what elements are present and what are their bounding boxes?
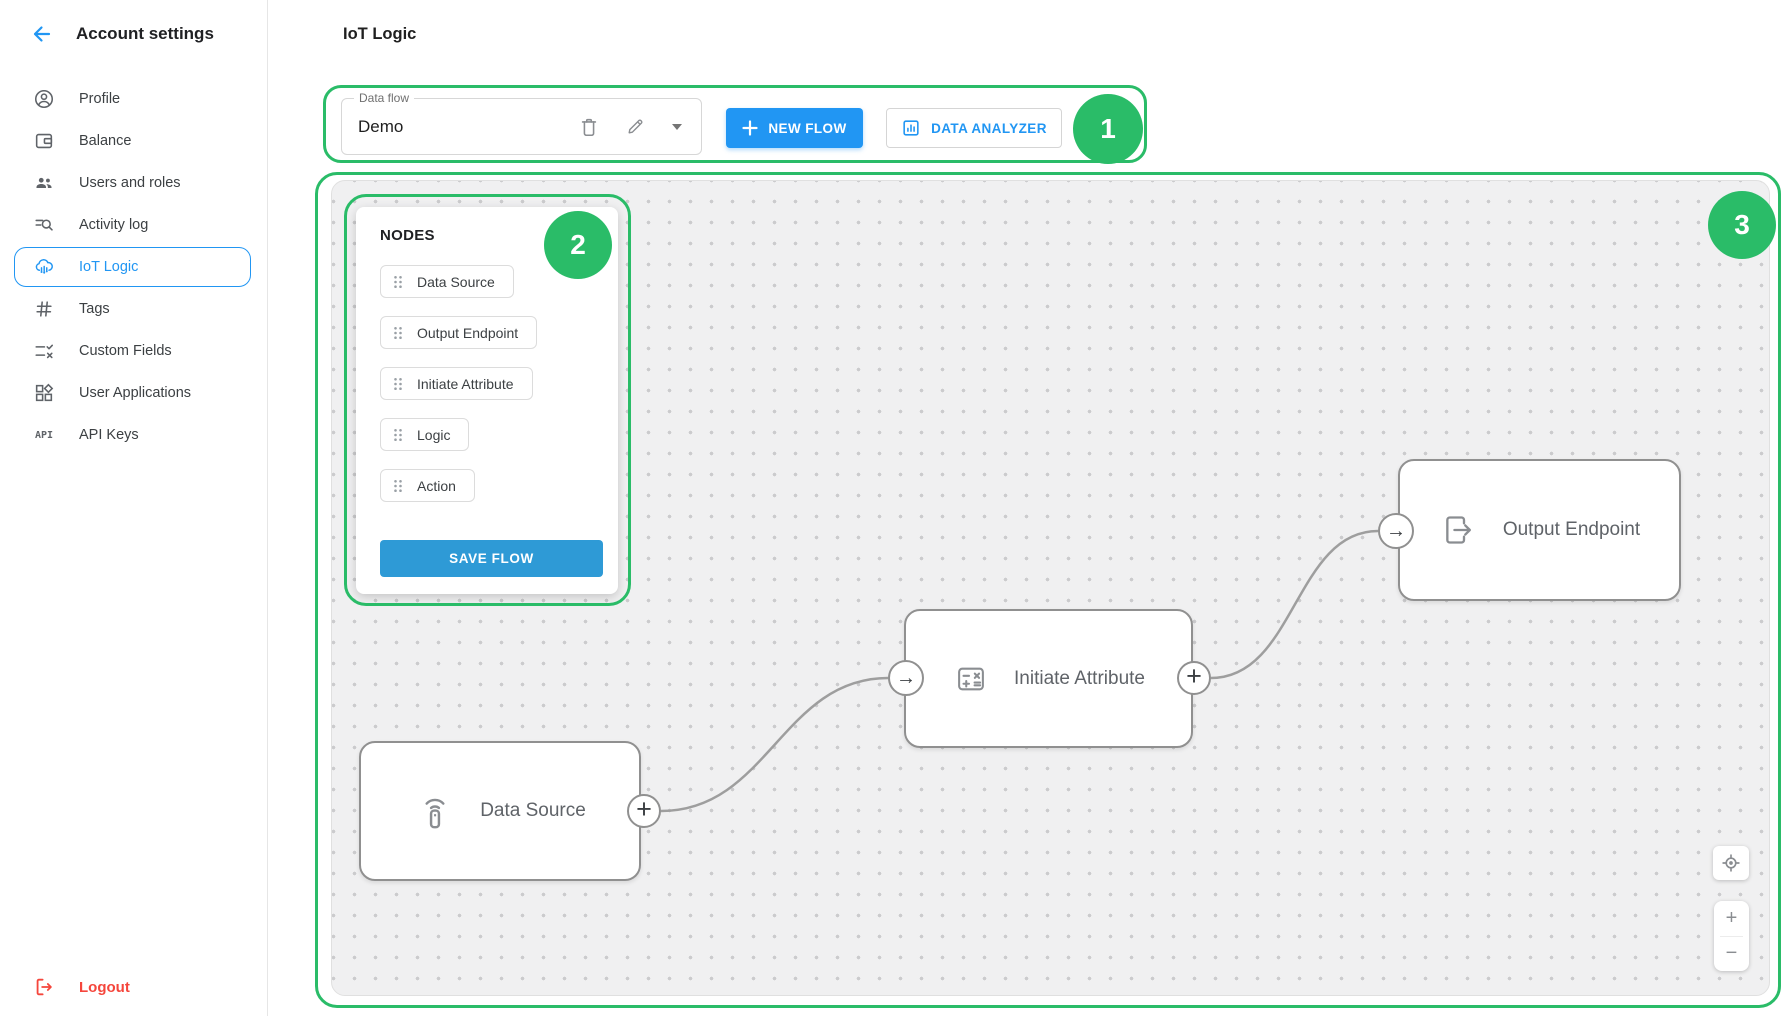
- api-text-icon: API: [34, 429, 54, 441]
- fit-view-button[interactable]: [1713, 846, 1749, 880]
- sidebar-item-iot-logic[interactable]: IoT Logic: [0, 246, 267, 288]
- edge-datasource-initiate: [660, 676, 889, 813]
- logout-label: Logout: [79, 978, 130, 996]
- drag-handle-icon: [393, 326, 403, 340]
- back-arrow-icon[interactable]: [30, 22, 54, 46]
- flow-node-output-endpoint[interactable]: Output Endpoint: [1398, 459, 1681, 601]
- hash-icon: [33, 298, 55, 320]
- palette-node-label: Logic: [417, 426, 451, 443]
- zoom-out-button[interactable]: −: [1725, 942, 1738, 965]
- data-flow-label: Data flow: [354, 91, 415, 105]
- sidebar: Account settings Profile Balance Users a…: [0, 0, 268, 1016]
- drag-handle-icon: [393, 479, 403, 493]
- sidebar-item-custom-fields[interactable]: Custom Fields: [0, 330, 267, 372]
- sidebar-item-api-keys[interactable]: API API Keys: [0, 414, 267, 456]
- sidebar-item-user-applications[interactable]: User Applications: [0, 372, 267, 414]
- activity-log-icon: [33, 214, 55, 236]
- arrow-right-icon: →: [1386, 519, 1406, 542]
- dropdown-caret-icon[interactable]: [671, 115, 683, 139]
- widgets-icon: [33, 382, 55, 404]
- sidebar-item-label: Activity log: [79, 217, 149, 233]
- sidebar-item-label: API Keys: [79, 427, 139, 443]
- sidebar-item-profile[interactable]: Profile: [0, 78, 267, 120]
- annotation-badge-2: 2: [544, 211, 612, 279]
- iot-cloud-icon: [33, 256, 55, 278]
- zoom-panel: + −: [1714, 901, 1749, 971]
- connector-in-output-endpoint[interactable]: →: [1378, 513, 1414, 549]
- rule-icon: [33, 340, 55, 362]
- sidebar-item-users-and-roles[interactable]: Users and roles: [0, 162, 267, 204]
- annotation-badge-1: 1: [1073, 94, 1143, 164]
- drag-handle-icon: [393, 275, 403, 289]
- palette-node-label: Action: [417, 477, 456, 494]
- sidebar-item-label: Users and roles: [79, 175, 181, 191]
- palette-node-output-endpoint[interactable]: Output Endpoint: [380, 316, 538, 349]
- export-icon: [1439, 510, 1479, 550]
- wallet-icon: [33, 130, 55, 152]
- palette-node-label: Output Endpoint: [417, 324, 519, 341]
- flow-node-label: Initiate Attribute: [1014, 667, 1145, 689]
- connector-out-initiate-attribute[interactable]: +: [1177, 661, 1211, 695]
- flow-node-initiate-attribute[interactable]: Initiate Attribute: [904, 609, 1193, 748]
- sidebar-item-balance[interactable]: Balance: [0, 120, 267, 162]
- users-icon: [33, 172, 55, 194]
- sidebar-title: Account settings: [76, 24, 214, 43]
- palette-node-action[interactable]: Action: [380, 469, 475, 502]
- plus-icon: [742, 120, 759, 136]
- annotation-badge-3: 3: [1708, 191, 1776, 259]
- save-flow-button[interactable]: SAVE FLOW: [380, 540, 603, 577]
- flow-node-data-source[interactable]: Data Source: [359, 741, 641, 881]
- sidebar-item-label: Custom Fields: [79, 343, 172, 359]
- sidebar-nav: Profile Balance Users and roles Activity…: [0, 78, 267, 456]
- profile-icon: [33, 88, 55, 110]
- zoom-in-button[interactable]: +: [1725, 906, 1738, 929]
- logout-button[interactable]: Logout: [33, 976, 130, 998]
- sidebar-header: Account settings: [0, 22, 214, 46]
- flow-node-label: Data Source: [480, 800, 586, 821]
- drag-handle-icon: [393, 428, 403, 442]
- device-signal-icon: [414, 790, 456, 832]
- sidebar-item-tags[interactable]: Tags: [0, 288, 267, 330]
- palette-node-initiate-attribute[interactable]: Initiate Attribute: [380, 367, 533, 400]
- divider: [1720, 935, 1743, 937]
- palette-node-data-source[interactable]: Data Source: [380, 265, 514, 298]
- sidebar-item-activity-log[interactable]: Activity log: [0, 204, 267, 246]
- edit-flow-icon[interactable]: [623, 115, 647, 139]
- new-flow-label: NEW FLOW: [768, 120, 847, 136]
- crosshair-icon: [1720, 852, 1742, 874]
- data-flow-value: Demo: [358, 116, 404, 136]
- logout-icon: [33, 976, 55, 998]
- page-title: IoT Logic: [343, 25, 417, 43]
- sidebar-item-label: Profile: [79, 91, 121, 107]
- data-analyzer-button[interactable]: DATA ANALYZER: [886, 108, 1062, 148]
- connector-out-data-source[interactable]: +: [627, 794, 661, 828]
- sidebar-item-label: IoT Logic: [79, 259, 139, 275]
- sidebar-item-label: Tags: [79, 301, 110, 317]
- nodes-panel-title: NODES: [380, 227, 435, 244]
- drag-handle-icon: [393, 377, 403, 391]
- sidebar-item-label: User Applications: [79, 385, 192, 401]
- palette-node-label: Initiate Attribute: [417, 375, 514, 392]
- data-analyzer-label: DATA ANALYZER: [931, 120, 1047, 136]
- arrow-right-icon: →: [896, 666, 916, 689]
- nodes-palette-list: Data Source Output Endpoint Initiate Att…: [380, 265, 538, 502]
- flow-node-label: Output Endpoint: [1502, 519, 1641, 540]
- connector-in-initiate-attribute[interactable]: →: [888, 660, 924, 696]
- new-flow-button[interactable]: NEW FLOW: [726, 108, 863, 148]
- data-flow-select[interactable]: Data flow Demo: [341, 91, 702, 155]
- palette-node-logic[interactable]: Logic: [380, 418, 470, 451]
- edge-initiate-output: [1210, 529, 1379, 680]
- sidebar-item-label: Balance: [79, 133, 132, 149]
- calculator-icon: [952, 660, 990, 698]
- delete-flow-icon[interactable]: [577, 115, 601, 139]
- bar-chart-icon: [901, 118, 921, 138]
- palette-node-label: Data Source: [417, 273, 495, 290]
